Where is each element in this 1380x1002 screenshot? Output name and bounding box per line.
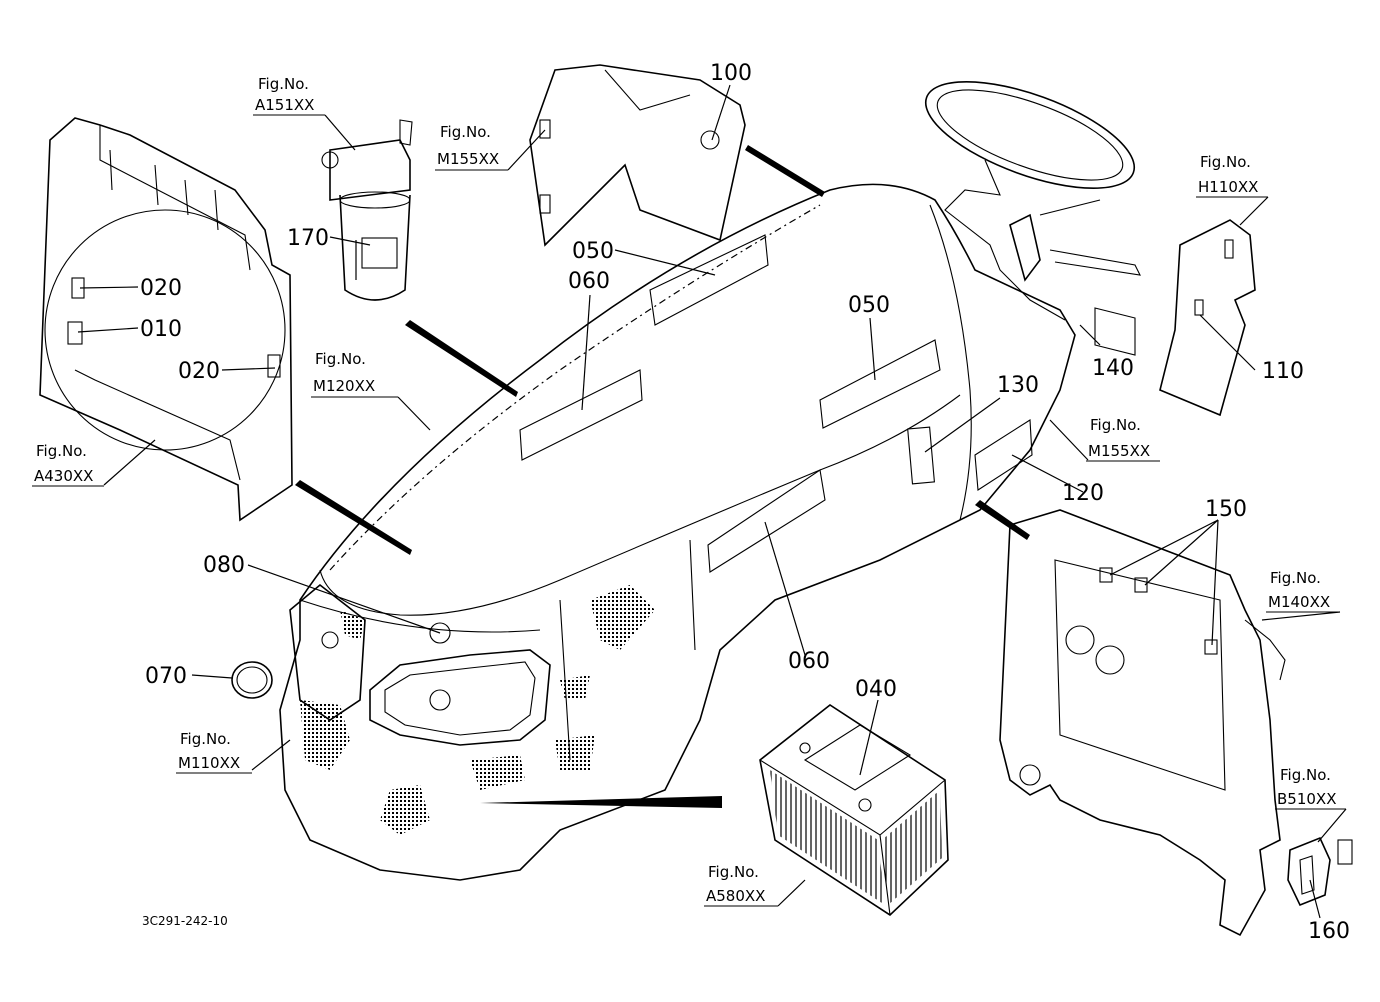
fig-ref-caption: Fig.No.	[1280, 766, 1331, 784]
figure-code: 3C291-242-10	[142, 914, 228, 928]
part-label-040: 040	[855, 677, 897, 702]
fuel-filter	[321, 119, 413, 301]
part-label-070: 070	[145, 664, 187, 689]
part-label-120: 120	[1062, 481, 1104, 506]
decals	[429, 234, 1136, 644]
radiator-shroud	[39, 117, 293, 522]
fig-ref-caption: Fig.No.	[440, 123, 491, 141]
fig-ref-a430xx: A430XX	[34, 467, 93, 485]
fig-ref-caption: Fig.No.	[1200, 153, 1251, 171]
pointer-arrows	[295, 145, 1030, 808]
part-label-050: 050	[848, 293, 890, 318]
fig-ref-caption: Fig.No.	[315, 350, 366, 368]
fig-ref-h110xx: H110XX	[1198, 178, 1258, 196]
fig-ref-a151xx: A151XX	[255, 96, 314, 114]
bonnet	[279, 183, 1076, 881]
fig-ref-caption: Fig.No.	[36, 442, 87, 460]
fig-ref-b510xx: B510XX	[1277, 790, 1336, 808]
fig-ref-caption: Fig.No.	[258, 75, 309, 93]
part-label-110: 110	[1262, 359, 1304, 384]
rear-cover-panel	[529, 64, 746, 247]
fender-panel	[999, 509, 1286, 937]
fig-ref-m110xx: M110XX	[178, 754, 240, 772]
part-label-020: 020	[178, 359, 220, 384]
part-label-050: 050	[572, 239, 614, 264]
side-cover-right	[1159, 219, 1256, 417]
part-label-080: 080	[203, 553, 245, 578]
part-label-130: 130	[997, 373, 1039, 398]
leader-lines	[77, 84, 1347, 919]
fig-ref-m120xx: M120XX	[313, 377, 375, 395]
fig-ref-caption: Fig.No.	[1270, 569, 1321, 587]
fig-ref-caption: Fig.No.	[708, 863, 759, 881]
part-label-060: 060	[788, 649, 830, 674]
fig-ref-caption: Fig.No.	[1090, 416, 1141, 434]
fig-ref-m140xx: M140XX	[1268, 593, 1330, 611]
figure-references: Fig.No. A151XX Fig.No. M155XX Fig.No. H1…	[32, 75, 1346, 907]
part-label-060: 060	[568, 269, 610, 294]
part-label-160: 160	[1308, 919, 1350, 944]
part-label-010: 010	[140, 317, 182, 342]
part-label-100: 100	[710, 61, 752, 86]
part-label-020: 020	[140, 276, 182, 301]
part-label-170: 170	[287, 226, 329, 251]
part-number-labels: 100 170 050 060 050 020 010 020 130 140 …	[140, 61, 1350, 944]
connector-unit	[1287, 836, 1353, 907]
fig-ref-a580xx: A580XX	[706, 887, 765, 905]
fig-ref-caption: Fig.No.	[180, 730, 231, 748]
part-label-140: 140	[1092, 356, 1134, 381]
fig-ref-m155xx: M155XX	[437, 150, 499, 168]
battery	[759, 704, 949, 917]
fig-ref-m155xx: M155XX	[1088, 442, 1150, 460]
emblem	[231, 661, 273, 699]
part-label-150: 150	[1205, 497, 1247, 522]
steering-assembly	[924, 81, 1141, 321]
